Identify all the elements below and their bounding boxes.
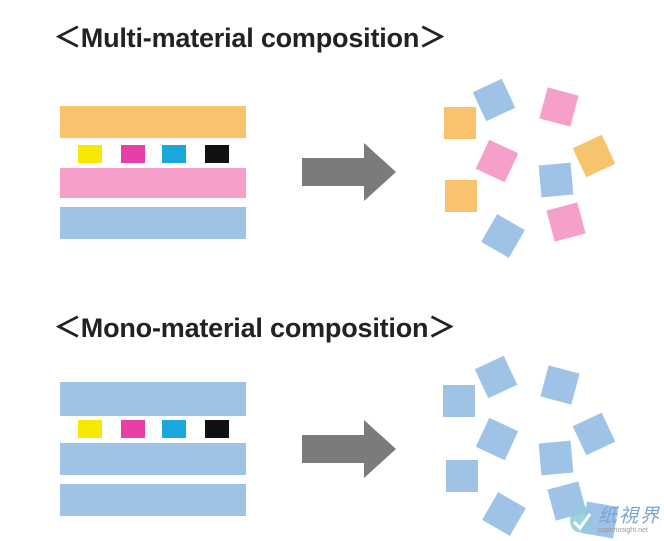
fragment-square: [481, 214, 525, 258]
ink-black: [205, 145, 229, 163]
mono-material-title: ＜Mono-material composition＞: [54, 313, 456, 343]
multi-layer-top: [60, 106, 246, 138]
watermark-site: paperinsight.net: [598, 527, 648, 534]
fragment-square: [572, 134, 616, 178]
ink-cyan: [162, 420, 186, 438]
fragment-square: [539, 87, 579, 127]
fragment-square: [482, 492, 526, 536]
fragment-square: [572, 412, 616, 456]
ink-magenta: [121, 420, 145, 438]
fragment-square: [538, 440, 574, 476]
fragment-square: [475, 417, 519, 461]
multi-material-title: ＜Multi-material composition＞: [54, 23, 446, 53]
ink-cyan: [162, 145, 186, 163]
fragment-square: [446, 460, 478, 492]
fragment-square: [444, 107, 476, 139]
mono-layer-middle: [60, 443, 246, 475]
watermark: 纸視界 paperinsight.net: [566, 500, 662, 540]
ink-magenta: [121, 145, 145, 163]
fragment-square: [472, 78, 516, 122]
fragment-square: [546, 202, 586, 242]
multi-layer-bottom: [60, 207, 246, 239]
fragment-square: [445, 180, 477, 212]
mono-arrow-icon: [302, 420, 396, 478]
watermark-brand: 纸視界: [598, 505, 662, 527]
fragment-square: [475, 139, 519, 183]
ink-yellow: [78, 420, 102, 438]
mono-layer-top: [60, 382, 246, 416]
mono-layer-bottom: [60, 484, 246, 516]
fragment-square: [474, 355, 518, 399]
multi-layer-middle: [60, 168, 246, 198]
ink-yellow: [78, 145, 102, 163]
ink-black: [205, 420, 229, 438]
fragment-square: [538, 162, 574, 198]
fragment-square: [443, 385, 475, 417]
fragment-square: [540, 365, 580, 405]
multi-arrow-icon: [302, 143, 396, 201]
brand-logo-icon: [570, 502, 592, 533]
